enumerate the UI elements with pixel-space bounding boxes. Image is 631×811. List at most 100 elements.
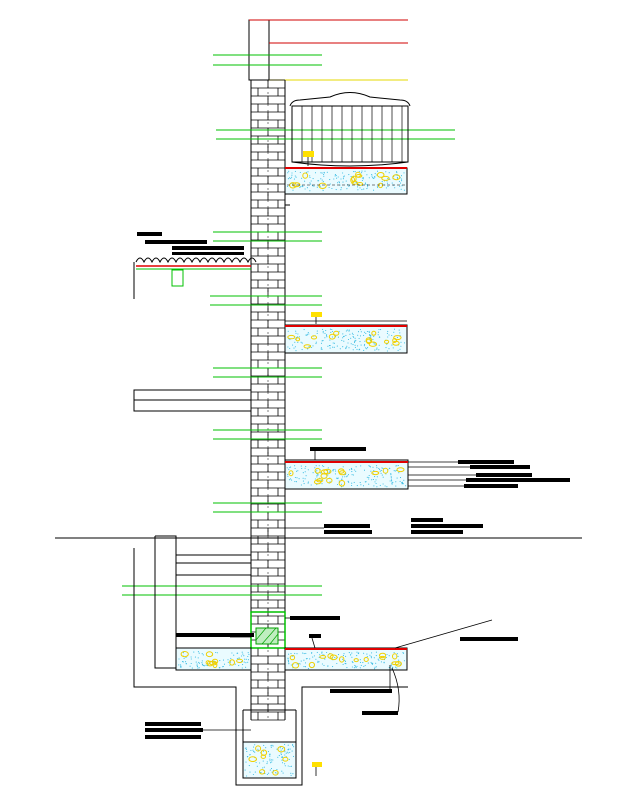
aggregate-speck	[386, 486, 388, 488]
retaining-wall-outline	[154, 535, 177, 669]
aggregate-speck	[318, 661, 320, 663]
aggregate-speck	[393, 651, 395, 654]
aggregate-speck	[401, 180, 403, 182]
aggregate-speck	[303, 329, 305, 331]
aggregate-speck	[306, 187, 308, 189]
aggregate-speck	[400, 341, 402, 343]
aggregate-stone	[259, 769, 266, 775]
aggregate-speck	[302, 652, 304, 654]
aggregate-speck	[375, 479, 377, 481]
aggregate-speck	[357, 345, 359, 347]
aggregate-speck	[385, 347, 387, 349]
aggregate-speck	[280, 754, 282, 756]
aggregate-speck	[287, 330, 289, 332]
aggregate-speck	[399, 348, 401, 350]
aggregate-speck	[362, 485, 365, 487]
aggregate-speck	[382, 483, 384, 485]
aggregate-speck	[284, 763, 286, 765]
aggregate-speck	[377, 334, 379, 336]
aggregate-speck	[361, 189, 363, 191]
callout-bar	[411, 530, 463, 534]
aggregate-speck	[313, 185, 315, 187]
aggregate-speck	[307, 348, 309, 350]
aggregate-speck	[315, 341, 317, 343]
aggregate-speck	[254, 751, 256, 753]
aggregate-speck	[391, 344, 393, 346]
aggregate-speck	[344, 660, 347, 663]
aggregate-speck	[397, 464, 399, 467]
aggregate-speck	[274, 772, 277, 774]
aggregate-speck	[298, 478, 300, 480]
aggregate-speck	[285, 752, 287, 754]
aggregate-speck	[399, 185, 401, 187]
aggregate-speck	[352, 662, 354, 664]
aggregate-speck	[289, 748, 291, 750]
aggregate-speck	[384, 485, 386, 487]
aggregate-speck	[386, 350, 388, 352]
aggregate-speck	[377, 658, 379, 660]
aggregate-speck	[290, 653, 292, 655]
aggregate-speck	[340, 189, 342, 191]
aggregate-speck	[359, 659, 361, 661]
aggregate-speck	[354, 664, 356, 666]
callout-bar	[145, 240, 207, 244]
aggregate-speck	[352, 474, 355, 476]
aggregate-speck	[269, 755, 271, 757]
aggregate-speck	[294, 346, 296, 348]
aggregate-speck	[314, 478, 316, 480]
aggregate-speck	[304, 662, 307, 664]
aggregate-speck	[356, 655, 358, 657]
aggregate-speck	[352, 344, 354, 346]
aggregate-stone	[394, 661, 402, 667]
aggregate-speck	[396, 172, 398, 174]
aggregate-speck	[287, 178, 289, 180]
aggregate-speck	[246, 775, 248, 777]
aggregate-speck	[328, 345, 330, 347]
aggregate-speck	[314, 172, 317, 174]
aggregate-speck	[376, 467, 378, 469]
aggregate-speck	[340, 187, 342, 189]
aggregate-speck	[347, 474, 350, 476]
aggregate-speck	[182, 652, 185, 654]
aggregate-speck	[292, 189, 294, 191]
callout-bar	[458, 460, 514, 464]
aggregate-speck	[244, 769, 246, 771]
aggregate-speck	[233, 654, 235, 656]
aggregate-speck	[253, 751, 255, 753]
aggregate-speck	[289, 177, 291, 179]
aggregate-speck	[322, 190, 324, 192]
aggregate-speck	[292, 755, 295, 757]
aggregate-speck	[289, 347, 291, 349]
aggregate-speck	[396, 653, 398, 655]
aggregate-speck	[325, 329, 327, 332]
aggregate-speck	[315, 343, 317, 345]
aggregate-speck	[398, 180, 400, 182]
aggregate-speck	[388, 667, 390, 669]
aggregate-speck	[345, 348, 347, 350]
aggregate-speck	[194, 656, 196, 658]
aggregate-speck	[352, 349, 354, 351]
aggregate-speck	[400, 188, 402, 190]
aggregate-speck	[348, 329, 350, 331]
aggregate-speck	[290, 472, 292, 475]
aggregate-speck	[248, 653, 250, 656]
aggregate-speck	[299, 663, 301, 665]
aggregate-speck	[382, 476, 384, 478]
aggregate-speck	[331, 336, 334, 338]
aggregate-speck	[323, 175, 325, 177]
aggregate-speck	[343, 340, 345, 342]
callout-bar	[470, 465, 530, 469]
aggregate-speck	[316, 476, 318, 478]
aggregate-speck	[189, 665, 191, 667]
aggregate-speck	[335, 175, 337, 177]
aggregate-speck	[316, 186, 318, 188]
aggregate-speck	[376, 476, 378, 478]
plinth-beam-hatched	[176, 611, 340, 649]
aggregate-speck	[393, 331, 395, 333]
aggregate-speck	[351, 652, 353, 654]
aggregate-speck	[198, 652, 200, 654]
aggregate-speck	[312, 656, 314, 658]
aggregate-speck	[290, 466, 292, 468]
aggregate-speck	[294, 476, 296, 479]
aggregate-speck	[178, 658, 180, 660]
